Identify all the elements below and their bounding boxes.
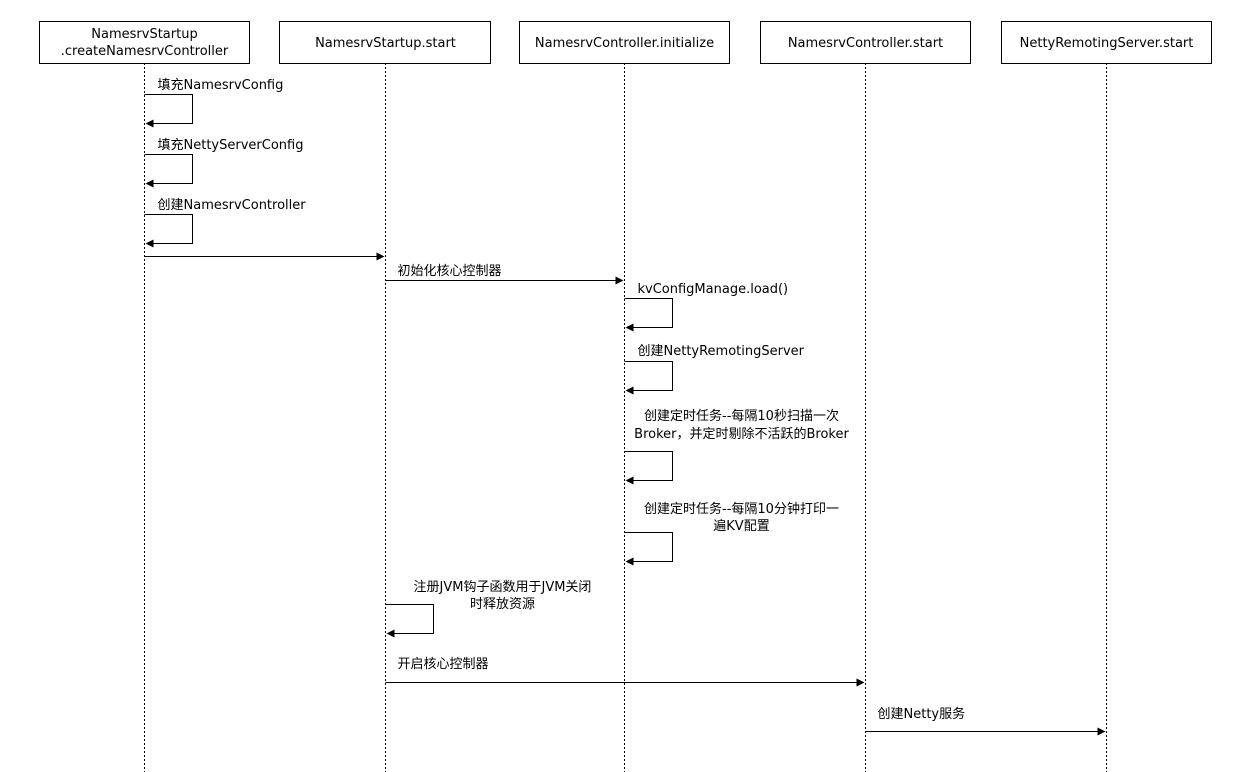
message-arrow: 初始化核心控制器 bbox=[385, 264, 624, 285]
message-label: 遍KV配置 bbox=[713, 518, 769, 534]
participant-controller_init: NamesrvController.initialize bbox=[519, 21, 730, 64]
self-message: kvConfigManage.load() bbox=[624, 282, 789, 332]
participant-box bbox=[39, 21, 250, 64]
participant-netty_start: NettyRemotingServer.start bbox=[1001, 21, 1212, 64]
message-arrow: 创建Netty服务 bbox=[865, 706, 1106, 736]
message-label: 创建定时任务--每隔10分钟打印一 bbox=[644, 501, 839, 517]
self-message-arrow bbox=[385, 604, 434, 638]
message-arrow: 开启核心控制器 bbox=[385, 657, 865, 687]
participant-box bbox=[1001, 21, 1212, 64]
message-label: kvConfigManage.load() bbox=[638, 282, 789, 297]
self-message-arrow bbox=[624, 451, 673, 485]
participant-box bbox=[760, 21, 971, 64]
message-label: 填充NettyServerConfig bbox=[158, 137, 304, 153]
participant-box bbox=[279, 21, 491, 64]
self-message: 填充NettyServerConfig bbox=[144, 137, 304, 188]
self-message: 创建定时任务--每隔10秒扫描一次 Broker，并定时剔除不活跃的Broker bbox=[624, 408, 849, 485]
participant-controller_start: NamesrvController.start bbox=[760, 21, 971, 64]
message-label: 开启核心控制器 bbox=[398, 657, 489, 672]
self-message-arrow bbox=[144, 214, 193, 248]
self-message: 填充NamesrvConfig bbox=[144, 77, 284, 128]
participant-startup_start: NamesrvStartup.start bbox=[279, 21, 491, 64]
message-label: 初始化核心控制器 bbox=[398, 264, 502, 279]
message-label: 创建定时任务--每隔10秒扫描一次 bbox=[644, 408, 839, 424]
participant-label: NamesrvController.initialize bbox=[535, 36, 714, 51]
participant-startup_create: NamesrvStartup .createNamesrvController bbox=[39, 21, 250, 64]
participant-box bbox=[519, 21, 730, 64]
message-label: 填充NamesrvConfig bbox=[158, 77, 284, 93]
participant-label: NamesrvStartup bbox=[91, 27, 197, 42]
message-label: Broker，并定时剔除不活跃的Broker bbox=[634, 426, 849, 442]
self-message: 创建NamesrvController bbox=[144, 198, 307, 248]
self-message-arrow bbox=[144, 154, 193, 188]
self-message-arrow bbox=[624, 361, 673, 395]
message-label: 创建NettyRemotingServer bbox=[638, 344, 805, 359]
self-message-arrow bbox=[144, 94, 193, 128]
self-message-arrow bbox=[624, 298, 673, 332]
message-label: 创建Netty服务 bbox=[878, 706, 966, 722]
message-label: 时释放资源 bbox=[470, 597, 535, 612]
message-label: 创建NamesrvController bbox=[158, 198, 307, 213]
participant-label: NamesrvController.start bbox=[788, 36, 943, 51]
message-label: 注册JVM钩子函数用于JVM关闭 bbox=[414, 580, 592, 595]
participant-label: .createNamesrvController bbox=[61, 44, 229, 59]
self-message: 创建NettyRemotingServer bbox=[624, 344, 805, 395]
participant-label: NamesrvStartup.start bbox=[315, 36, 456, 51]
participant-label: NettyRemotingServer.start bbox=[1020, 36, 1194, 51]
self-message-arrow bbox=[624, 532, 673, 566]
